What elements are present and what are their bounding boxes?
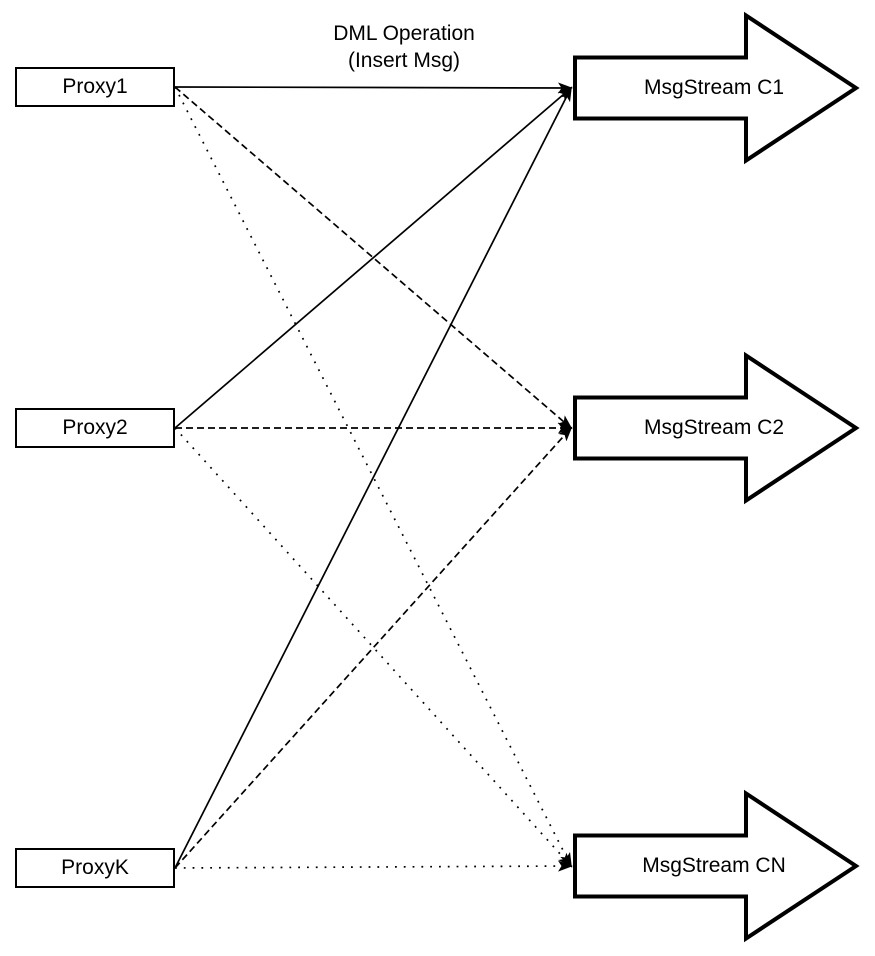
edge-caption: DML Operation (Insert Msg): [333, 20, 475, 74]
msgstream-cn-label: MsgStream CN: [642, 854, 786, 877]
msgstream-c2-label: MsgStream C2: [643, 416, 785, 439]
msgstream-cn-arrow-shape: [573, 789, 860, 943]
edge-proxy2-msgstream-c1: [174, 86, 573, 429]
msgstream-c2-arrow-shape: [573, 351, 860, 505]
edge-proxyk-msgstream-cn: [174, 860, 573, 872]
proxyk-label: ProxyK: [61, 856, 129, 879]
proxy1-label: Proxy1: [62, 75, 128, 98]
proxy2-label: Proxy2: [62, 416, 128, 439]
edge-proxy1-msgstream-c1: [174, 82, 573, 94]
edge-caption-line-2: (Insert Msg): [347, 49, 460, 72]
proxy2-node: Proxy2: [15, 408, 175, 448]
proxyk-node: ProxyK: [15, 848, 175, 888]
edge-proxyk-msgstream-c1: [174, 86, 572, 869]
edge-caption-line-1: DML Operation: [333, 22, 475, 45]
msgstream-c1-label: MsgStream C1: [643, 76, 785, 99]
edge-proxy1-msgstream-c2: [174, 86, 573, 430]
proxy1-node: Proxy1: [15, 67, 175, 107]
edge-proxy2-msgstream-cn: [174, 427, 573, 868]
msgstream-c1-arrow-shape: [573, 11, 860, 165]
